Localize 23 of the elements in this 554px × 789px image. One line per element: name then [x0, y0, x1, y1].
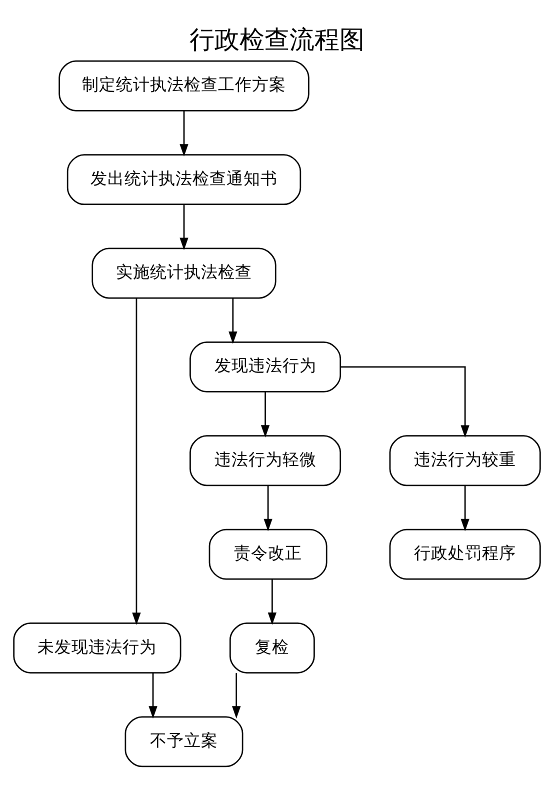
diagram-title: 行政检查流程图	[190, 24, 364, 54]
node-box: 未发现违法行为	[13, 622, 182, 674]
arrow	[180, 204, 188, 250]
node-box: 制定统计执法检查工作方案	[58, 60, 310, 112]
node-box: 行政处罚程序	[389, 528, 541, 580]
arrow	[228, 298, 238, 344]
arrow	[148, 673, 158, 719]
arrow	[460, 486, 470, 532]
node-box: 复检	[229, 622, 315, 674]
node-box: 违法行为轻微	[190, 435, 342, 486]
node-box: 发出统计执法检查通知书	[66, 154, 302, 206]
arrow	[132, 298, 141, 626]
node-box: 违法行为较重	[389, 435, 541, 486]
arrow	[268, 579, 277, 625]
arrow	[180, 111, 188, 156]
node-box: 发现违法行为	[190, 341, 342, 392]
arrow	[260, 392, 270, 438]
node-box: 责令改正	[208, 528, 328, 580]
arrow	[340, 366, 470, 438]
node-box: 实施统计执法检查	[92, 248, 276, 299]
arrow	[232, 673, 241, 719]
node-box: 不予立案	[124, 716, 244, 768]
arrow	[264, 486, 272, 532]
